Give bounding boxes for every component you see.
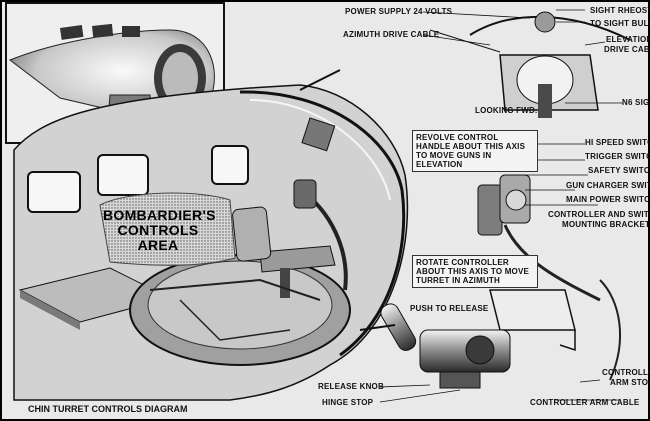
callout-safety-switch: SAFETY SWITCH [588,166,650,175]
callout-release-knob: RELEASE KNOB [318,382,384,391]
callout-sight-rheostat: SIGHT RHEOSTAT [590,6,650,15]
callout-hinge-stop: HINGE STOP [322,398,374,407]
callout-n6-sight: N6 SIGHT [622,98,650,107]
controller-assembly [477,174,621,381]
callout-power-supply: POWER SUPPLY 24 VOLTS [345,7,453,16]
note-revolve-control: REVOLVE CONTROL HANDLE ABOUT THIS AXIS T… [412,130,538,172]
callout-controller-switch-1: CONTROLLER AND SWITCH [548,210,650,219]
diagram-title: CHIN TURRET CONTROLS DIAGRAM [28,404,188,414]
note-rotate-controller: ROTATE CONTROLLER ABOUT THIS AXIS TO MOV… [412,255,538,288]
callout-controller-arm-stop-2: ARM STOP [610,378,650,387]
callout-elevation-2: DRIVE CABLE [604,45,650,54]
callout-trigger-switch: TRIGGER SWITCH [585,152,650,161]
callout-elevation-1: ELEVATION [606,35,650,44]
callout-to-sight-bulb: TO SIGHT BULB [590,19,650,28]
callout-main-power-switch: MAIN POWER SWITCH [566,195,650,204]
sight-assembly [429,11,631,118]
callout-gun-charger-switch: GUN CHARGER SWITCH [566,181,650,190]
bombardier-area-label: BOMBARDIER'S CONTROLS AREA [103,207,216,253]
leader-lines [379,9,623,403]
callout-push-to-release: PUSH TO RELEASE [410,304,489,313]
area-label-line-2: CONTROLS [117,222,199,238]
callout-looking-fwd: LOOKING FWD. [475,106,538,115]
callout-controller-arm-cable: CONTROLLER ARM CABLE [530,398,640,407]
callout-controller-switch-2: MOUNTING BRACKET [562,220,650,229]
area-label-line-3: AREA [137,237,179,253]
area-label-line-1: BOMBARDIER'S [103,207,216,223]
callout-azimuth-drive-cable: AZIMUTH DRIVE CABLE [343,30,440,39]
bombardier-area-highlight [99,192,236,266]
callout-controller-arm-stop-1: CONTROLLER [602,368,650,377]
callout-hi-speed-switch: HI SPEED SWITCH [585,138,650,147]
release-hinge-assembly [299,69,511,389]
